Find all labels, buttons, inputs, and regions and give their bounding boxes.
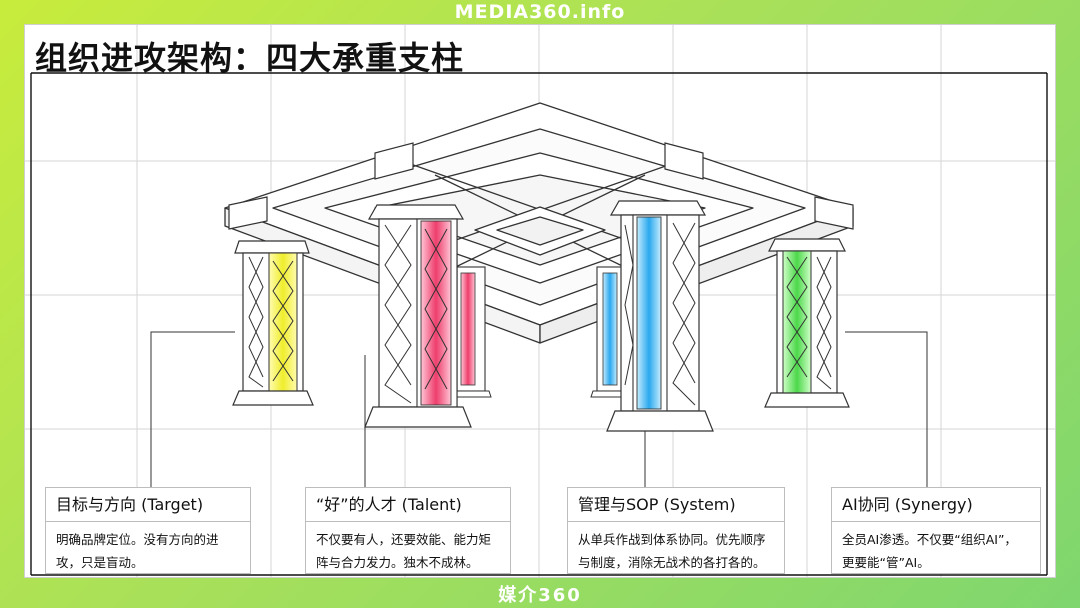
pillar-cards: 目标与方向 (Target) 明确品牌定位。没有方向的进 攻，只是盲动。 “好”… [45, 487, 1055, 577]
pillar-card-body: 从单兵作战到体系协同。优先顺序 与制度，消除无战术的各打各的。 [568, 522, 784, 574]
pillar-card-body-line: 攻，只是盲动。 [56, 555, 144, 570]
pillar-card-body: 不仅要有人，还要效能、能力矩 阵与合力发力。独木不成林。 [306, 522, 510, 574]
pillar-card-body-line: 明确品牌定位。没有方向的进 [56, 532, 219, 547]
pillar-synergy [764, 238, 850, 408]
pillar-system-back [590, 266, 632, 398]
pillar-card-synergy: AI协同 (Synergy) 全员AI渗透。不仅要“组织AI”， 更要能“管”A… [831, 487, 1041, 574]
pillar-card-body: 全员AI渗透。不仅要“组织AI”， 更要能“管”AI。 [832, 522, 1040, 574]
pillar-system [606, 200, 714, 432]
pillar-talent [364, 204, 472, 428]
pillar-card-heading: “好”的人才 (Talent) [306, 488, 510, 522]
pillar-card-body-line: 与制度，消除无战术的各打各的。 [578, 555, 766, 570]
pillar-card-body-line: 从单兵作战到体系协同。优先顺序 [578, 532, 766, 547]
leader-lines [150, 331, 928, 489]
page-title: 组织进攻架构：四大承重支柱 [35, 39, 465, 77]
pillar-talent-back [450, 266, 492, 398]
pillar-card-body: 明确品牌定位。没有方向的进 攻，只是盲动。 [46, 522, 250, 574]
pillar-card-body-line: 阵与合力发力。独木不成林。 [316, 555, 479, 570]
roof-frame [224, 102, 854, 344]
pillar-card-heading: 管理与SOP (System) [568, 488, 784, 522]
pillar-card-heading: AI协同 (Synergy) [832, 488, 1040, 522]
pillar-card-target: 目标与方向 (Target) 明确品牌定位。没有方向的进 攻，只是盲动。 [45, 487, 251, 574]
brand-watermark-top: MEDIA360.info [454, 1, 626, 23]
slide-panel: 组织进攻架构：四大承重支柱 [24, 24, 1056, 578]
pillar-card-talent: “好”的人才 (Talent) 不仅要有人，还要效能、能力矩 阵与合力发力。独木… [305, 487, 511, 574]
pillar-card-body-line: 不仅要有人，还要效能、能力矩 [316, 532, 492, 547]
pillar-card-system: 管理与SOP (System) 从单兵作战到体系协同。优先顺序 与制度，消除无战… [567, 487, 785, 574]
pillar-card-heading: 目标与方向 (Target) [46, 488, 250, 522]
pillar-card-body-line: 更要能“管”AI。 [842, 555, 930, 570]
pillar-target [232, 240, 314, 406]
beam-caps [228, 142, 854, 230]
brand-watermark-bottom: 媒介360 [498, 585, 582, 606]
pillar-card-body-line: 全员AI渗透。不仅要“组织AI”， [842, 532, 1017, 547]
pillar-structure-illustration [150, 102, 928, 489]
